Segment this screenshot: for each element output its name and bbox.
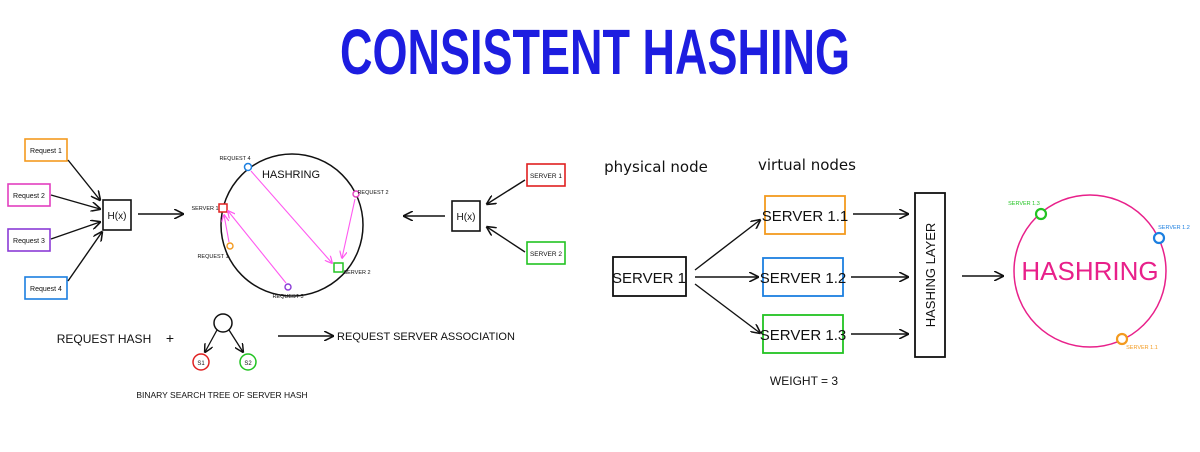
request-box-2: Request 2	[7, 183, 51, 207]
ring-node-server-1-1	[1115, 332, 1129, 346]
hashring-left: HASHRING	[220, 153, 364, 297]
physical-server-label: SERVER 1	[612, 270, 686, 287]
binary-search-tree: S1 S2	[192, 313, 257, 371]
ring-label-request4: REQUEST 4	[219, 156, 250, 162]
ring-node-server-1-3	[1034, 207, 1048, 221]
server-label-2: SERVER 2	[530, 251, 562, 258]
ring-label-server1: SERVER 1	[191, 206, 218, 212]
ring-node-server2	[333, 262, 344, 273]
arrow-server2-to-hash	[487, 227, 526, 253]
ring-node-server-1-2	[1152, 231, 1166, 245]
ring-node-request3	[284, 283, 292, 291]
bst-node-s2	[239, 353, 257, 371]
arrow-server1-to-hash	[487, 179, 526, 204]
ring-node-request4	[243, 162, 253, 172]
bst-caption: BINARY SEARCH TREE OF SERVER HASH	[136, 390, 307, 400]
request-label-1: Request 1	[30, 148, 62, 155]
server-box-2: SERVER 2	[526, 241, 566, 265]
virtual-server-1-3: SERVER 1.3	[760, 314, 846, 354]
bst-root	[213, 313, 233, 333]
hashing-layer-label: HASHING LAYER	[923, 223, 938, 328]
hash-function-right: H(x)	[451, 200, 481, 232]
ring-label-server2: SERVER 2	[343, 270, 370, 276]
virtual-server-1-3-label: SERVER 1.3	[760, 327, 846, 344]
virtual-to-layer-arrows	[851, 214, 908, 334]
physical-node-label: physical node	[604, 158, 708, 176]
request-hash-label: REQUEST HASH	[57, 332, 151, 346]
hashing-layer-box: HASHING LAYER	[914, 192, 946, 358]
virtual-server-1-1-label: SERVER 1.1	[762, 208, 848, 225]
hash-function-left-label: H(x)	[108, 211, 127, 222]
plus-sign: +	[166, 330, 174, 346]
server-box-1: SERVER 1	[526, 163, 566, 187]
request-box-4: Request 4	[24, 276, 68, 300]
weight-label: WEIGHT = 3	[770, 374, 838, 388]
ring-node-request2	[352, 190, 360, 198]
ring-label-request3: REQUEST 3	[272, 294, 303, 300]
ring-label-request2: REQUEST 2	[357, 190, 388, 196]
ring-label-request1: REQUEST 1	[197, 254, 228, 260]
hashring-right: HASHRING	[1013, 194, 1167, 348]
request-box-3: Request 3	[7, 228, 51, 252]
request-arrows	[50, 159, 102, 282]
server-label-1: SERVER 1	[530, 173, 562, 180]
request-box-1: Request 1	[24, 138, 68, 162]
bst-node-s1	[192, 353, 210, 371]
hashring-right-title: HASHRING	[1021, 256, 1158, 286]
association-label: REQUEST SERVER ASSOCIATION	[337, 331, 515, 343]
physical-to-virtual-arrows	[694, 220, 760, 333]
ring-label-server-1-3: SERVER 1.3	[1008, 201, 1040, 207]
bst-node-s1-label: S1	[197, 361, 205, 367]
ring-node-request1	[226, 242, 234, 250]
virtual-server-1-2-label: SERVER 1.2	[760, 270, 846, 287]
page-title: CONSISTENT HASHING	[340, 16, 850, 88]
request-label-3: Request 3	[13, 238, 45, 245]
ring-label-server-1-2: SERVER 1.2	[1158, 225, 1190, 231]
request-label-4: Request 4	[30, 286, 62, 293]
hash-function-right-label: H(x)	[457, 212, 476, 223]
virtual-server-1-1: SERVER 1.1	[762, 195, 848, 235]
virtual-nodes-label: virtual nodes	[758, 156, 856, 174]
bst-node-s2-label: S2	[244, 361, 252, 367]
ring-association-arrows	[224, 170, 356, 284]
request-label-2: Request 2	[13, 193, 45, 200]
physical-server-box: SERVER 1	[612, 256, 687, 297]
hash-function-left: H(x)	[102, 199, 132, 231]
virtual-server-1-2: SERVER 1.2	[760, 257, 846, 297]
hashring-left-title: HASHRING	[262, 169, 320, 181]
ring-node-server1	[218, 203, 228, 213]
ring-label-server-1-1: SERVER 1.1	[1126, 345, 1158, 351]
